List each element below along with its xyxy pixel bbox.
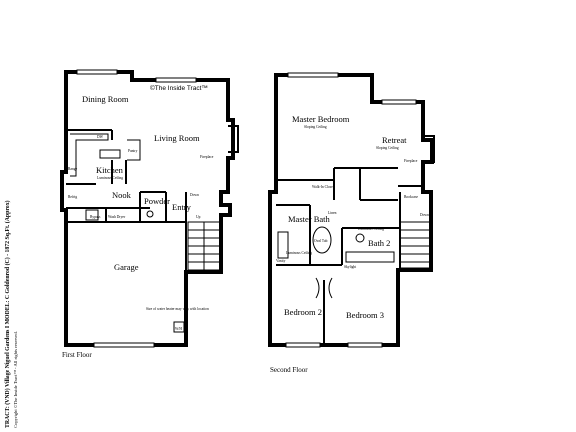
water-heater <box>173 321 185 333</box>
dw-label: DW <box>97 135 104 139</box>
side-caption: TRACT: (VND) Village Niguel Gardens I MO… <box>4 200 18 428</box>
bath2-ceiling-label: Luminous Ceiling <box>358 227 384 231</box>
hall-door-arcs <box>315 277 333 299</box>
first-floor-label: First Floor <box>62 351 92 359</box>
garage-door <box>93 342 155 348</box>
master-bath-ceiling-label: Luminous Ceiling <box>286 251 312 255</box>
fireplace-1 <box>228 125 239 153</box>
first-floor-plan: Dining Room Living Room Kitchen Luminous… <box>60 69 239 359</box>
watermark: ©The Inside Tract™ <box>150 84 208 92</box>
dining-room-label: Dining Room <box>82 94 129 104</box>
kitchen-ceiling-label: Luminous Ceiling <box>97 176 123 180</box>
down-label-1: Down <box>190 193 199 197</box>
garage-label: Garage <box>114 262 139 272</box>
master-window <box>287 72 339 78</box>
entry-label: Entry <box>172 202 192 212</box>
retreat-label: Retreat <box>382 135 407 145</box>
water-heater-note: Size of water heater may vary with locat… <box>146 307 209 311</box>
linen-label: Linen <box>328 211 337 215</box>
powder-toilet <box>146 210 154 218</box>
walkin-closet-label: Walk-In Closet <box>312 185 334 189</box>
bath2-sink <box>355 233 365 243</box>
nook-label: Nook <box>112 190 132 200</box>
vanity <box>277 231 289 259</box>
second-floor-plan: Master Bedroom Sloping Ceiling Retreat S… <box>268 72 435 374</box>
kitchen-counters <box>70 133 141 177</box>
tract-model-caption: TRACT: (VND) Village Niguel Gardens I MO… <box>4 200 11 428</box>
down-label-2: Down <box>420 213 429 217</box>
retreat-window <box>381 99 417 105</box>
first-floor-outer-walls <box>60 70 235 347</box>
oval-tub <box>312 226 332 254</box>
bookcase-label: Bookcase <box>404 195 418 199</box>
bypass-label: Bypass <box>90 215 101 219</box>
fireplace-1-label: Fireplace <box>200 155 214 159</box>
powder-label: Powder <box>144 196 170 206</box>
kitchen-label: Kitchen <box>96 165 124 175</box>
range-label: Range <box>68 167 78 171</box>
oval-tub-label: Oval Tub <box>314 239 328 243</box>
bath2-tub <box>345 251 395 263</box>
water-heater-label: W/H <box>175 327 182 331</box>
first-floor-stairs <box>187 221 221 271</box>
laundry-box <box>85 209 99 221</box>
fireplace-2-label: Fireplace <box>404 159 418 163</box>
living-window <box>155 77 197 83</box>
master-ceiling-label: Sloping Ceiling <box>304 125 327 129</box>
retreat-ceiling-label: Sloping Ceiling <box>376 146 399 150</box>
pantry-label: Pantry <box>128 149 138 153</box>
fireplace-2 <box>423 135 435 163</box>
copyright-caption: Copyright ©The Inside Tract™ - All right… <box>13 331 18 428</box>
first-floor-interior-walls <box>66 129 187 272</box>
bath2-label: Bath 2 <box>368 238 390 248</box>
second-floor-stairs <box>399 221 431 269</box>
bedroom2-label: Bedroom 2 <box>284 307 322 317</box>
living-room-label: Living Room <box>154 133 200 143</box>
wash-dryer-label: Wash Dryer <box>108 215 126 219</box>
up-label: Up <box>196 215 201 219</box>
second-floor-label: Second Floor <box>270 366 308 374</box>
refrig-label: Refrig <box>68 195 77 199</box>
master-bedroom-label: Master Bedroom <box>292 114 350 124</box>
vanity-label: Vanity <box>276 259 286 263</box>
master-bath-label: Master Bath <box>288 214 331 224</box>
bedroom2-window <box>285 342 321 348</box>
dining-window <box>76 69 118 75</box>
bedroom3-label: Bedroom 3 <box>346 310 384 320</box>
bedroom3-window <box>347 342 383 348</box>
skylight-label: Skylight <box>344 265 356 269</box>
